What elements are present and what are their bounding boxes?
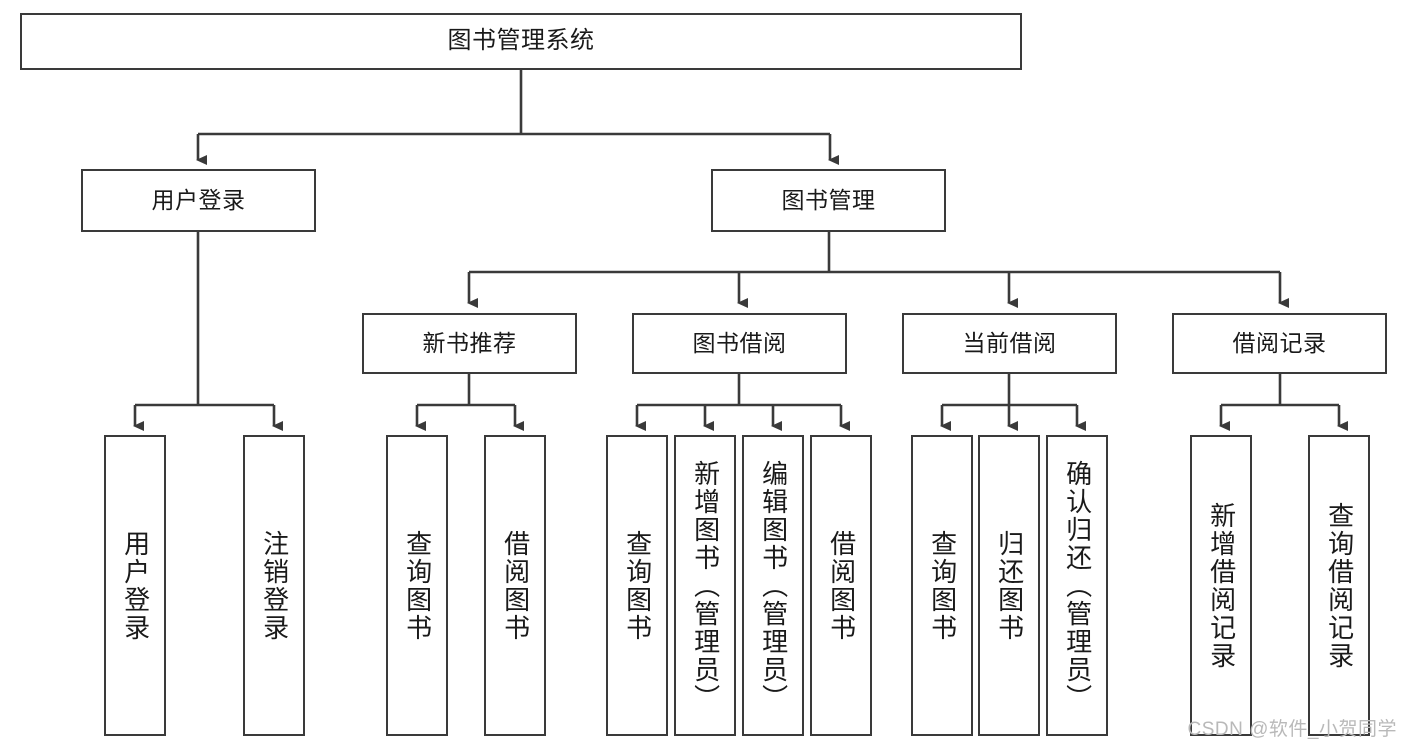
leaf-records-query-record[interactable]: 查询借阅记录: [1308, 435, 1370, 736]
node-label: 借阅图书: [500, 529, 531, 642]
node-label: 新增图书（管理员）: [690, 459, 721, 712]
node-book-borrow[interactable]: 图书借阅: [632, 313, 847, 374]
leaf-borrow-borrow-book[interactable]: 借阅图书: [810, 435, 872, 736]
leaf-current-confirm-return-admin[interactable]: 确认归还（管理员）: [1046, 435, 1108, 736]
leaf-new-book-query[interactable]: 查询图书: [386, 435, 448, 736]
leaf-user-login-login[interactable]: 用户登录: [104, 435, 166, 736]
node-label: 图书管理系统: [447, 27, 595, 55]
node-label: 查询图书: [402, 529, 433, 642]
node-label: 新书推荐: [422, 329, 517, 356]
node-new-book-recommend[interactable]: 新书推荐: [362, 313, 577, 374]
leaf-records-add-record[interactable]: 新增借阅记录: [1190, 435, 1252, 736]
leaf-borrow-query-book[interactable]: 查询图书: [606, 435, 668, 736]
watermark: CSDN @软件_小贺同学: [1187, 719, 1397, 740]
node-label: 用户登录: [151, 186, 246, 213]
node-label: 查询图书: [622, 529, 653, 642]
node-label: 注销登录: [259, 529, 290, 642]
node-book-management[interactable]: 图书管理: [711, 169, 946, 232]
node-user-login[interactable]: 用户登录: [81, 169, 316, 232]
leaf-current-return-book[interactable]: 归还图书: [978, 435, 1040, 736]
leaf-user-login-logout[interactable]: 注销登录: [243, 435, 305, 736]
leaf-borrow-add-book-admin[interactable]: 新增图书（管理员）: [674, 435, 736, 736]
node-label: 编辑图书（管理员）: [758, 459, 789, 712]
node-label: 图书借阅: [692, 329, 787, 356]
node-label: 借阅图书: [826, 529, 857, 642]
leaf-current-query-book[interactable]: 查询图书: [911, 435, 973, 736]
node-root[interactable]: 图书管理系统: [20, 13, 1022, 70]
leaf-borrow-edit-book-admin[interactable]: 编辑图书（管理员）: [742, 435, 804, 736]
node-borrow-records[interactable]: 借阅记录: [1172, 313, 1387, 374]
node-label: 借阅记录: [1232, 329, 1327, 356]
node-label: 确认归还（管理员）: [1062, 459, 1093, 712]
leaf-new-book-borrow[interactable]: 借阅图书: [484, 435, 546, 736]
node-label: 图书管理: [781, 186, 876, 213]
node-current-borrow[interactable]: 当前借阅: [902, 313, 1117, 374]
node-label: 归还图书: [994, 529, 1025, 642]
node-label: 当前借阅: [962, 329, 1057, 356]
node-label: 新增借阅记录: [1206, 501, 1237, 670]
node-label: 查询借阅记录: [1324, 501, 1355, 670]
node-label: 查询图书: [927, 529, 958, 642]
node-label: 用户登录: [120, 529, 151, 642]
